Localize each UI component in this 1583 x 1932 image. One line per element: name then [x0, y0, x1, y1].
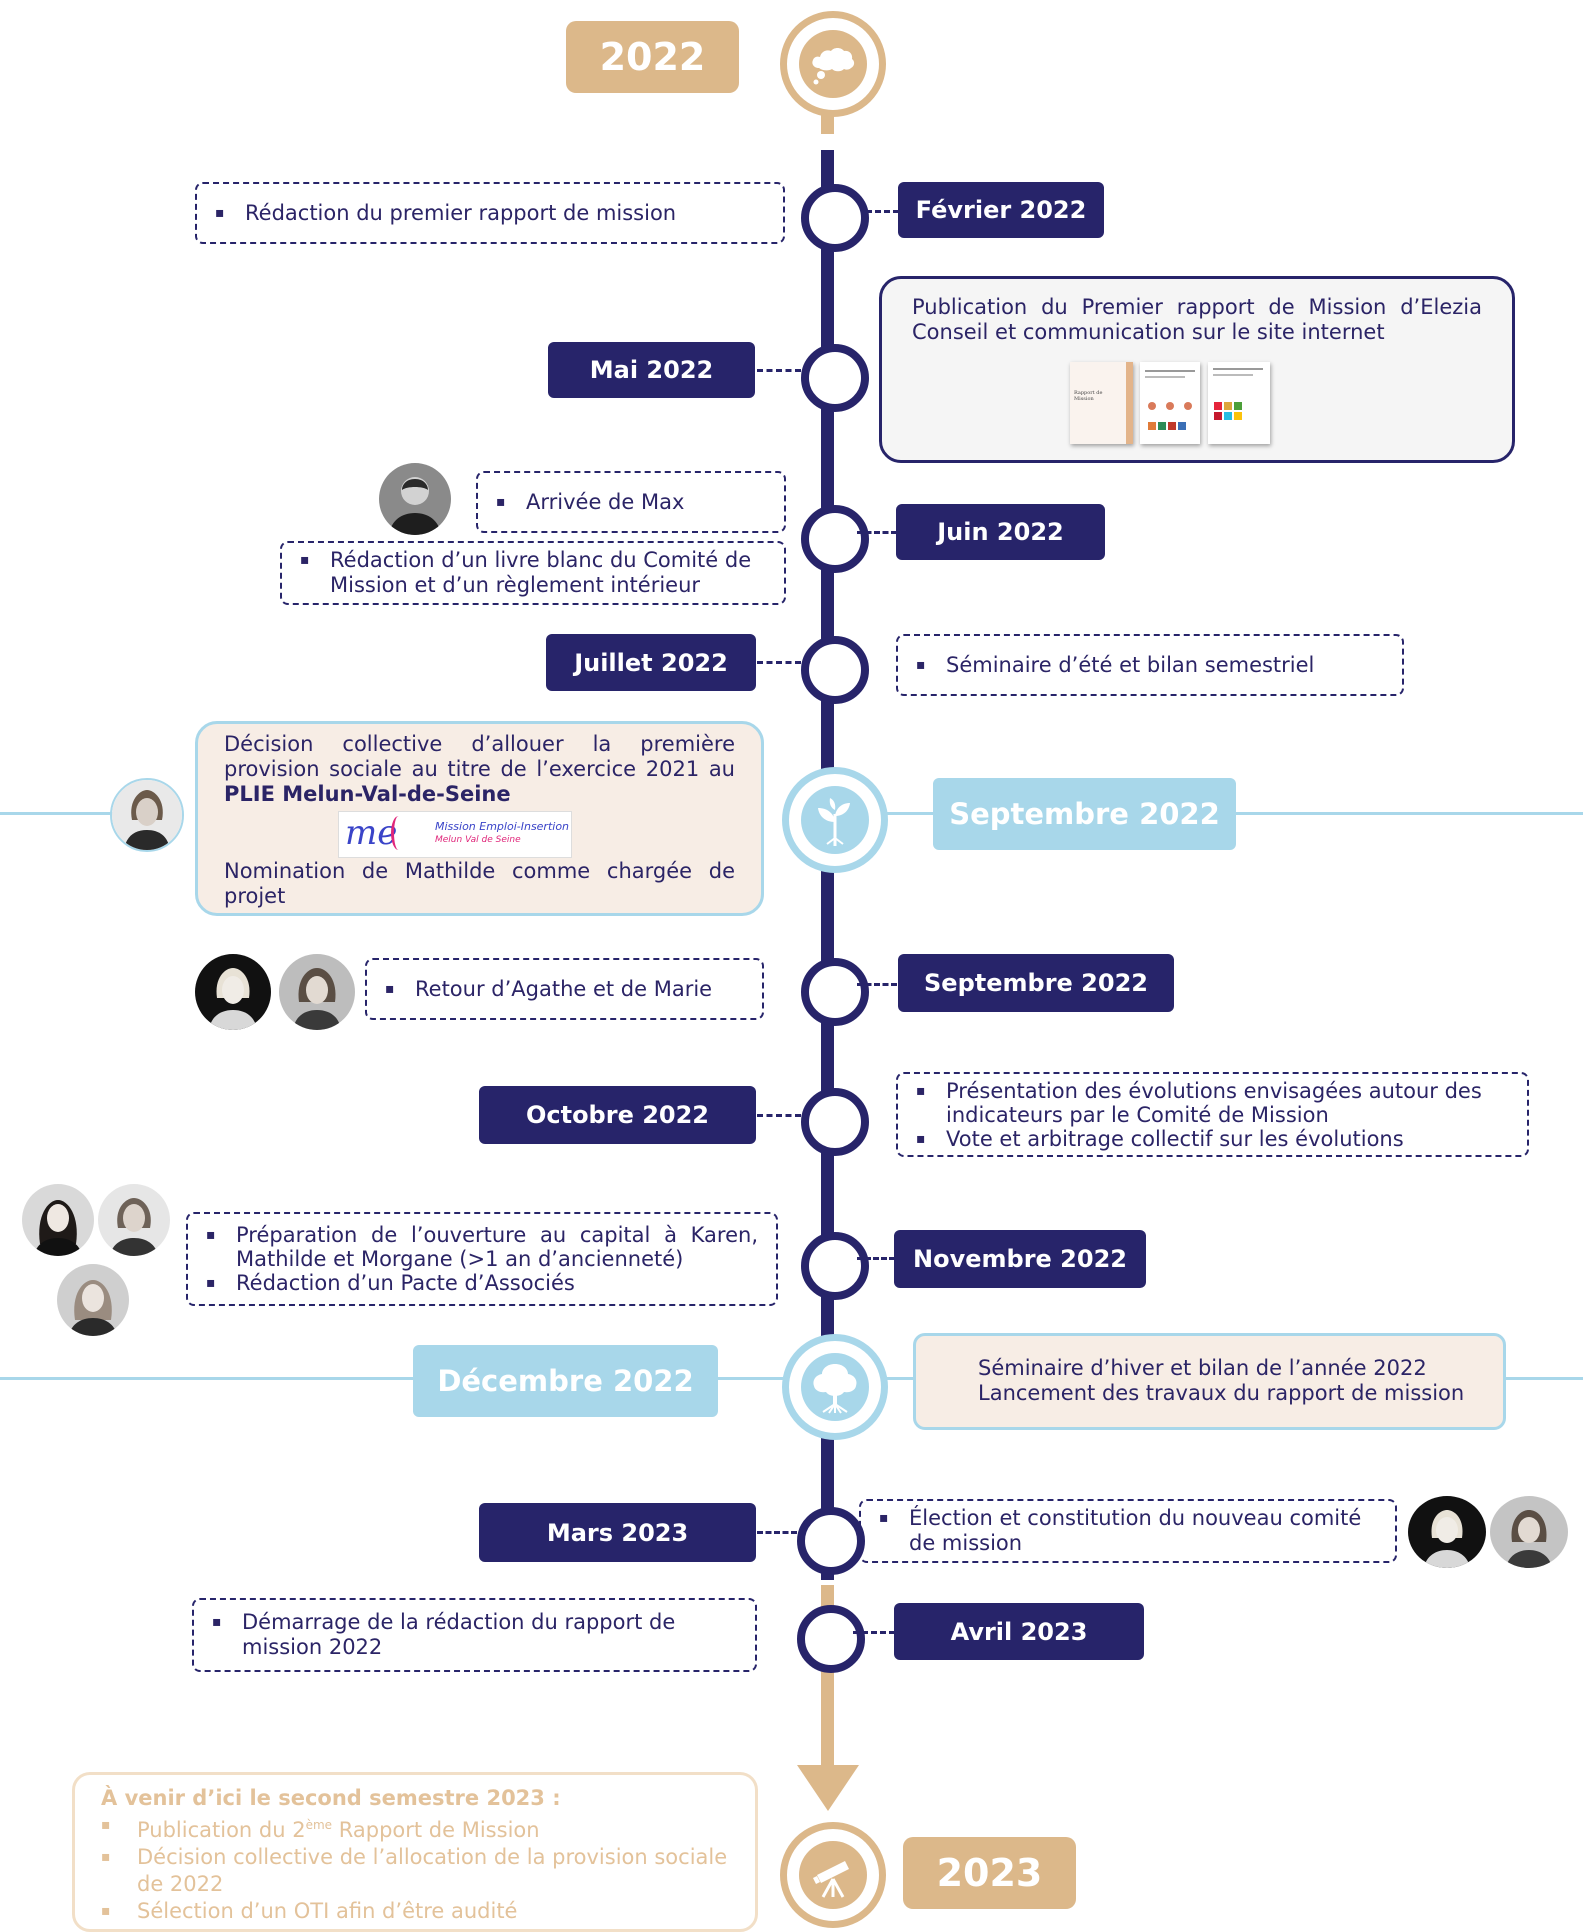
list-item: Publication du 2ème Rapport de Mission: [101, 1812, 729, 1844]
mai-text: Publication du Premier rapport de Missio…: [912, 295, 1482, 344]
future-box: À venir d’ici le second semestre 2023 : …: [72, 1772, 758, 1932]
connector: [757, 369, 801, 372]
connector: [857, 1257, 895, 1260]
avatar-karen: [22, 1184, 94, 1256]
september-divider-left: [0, 812, 120, 815]
juin-box-livre-blanc: Rédaction d’un livre blanc du Comité de …: [280, 541, 786, 605]
juin-node: [801, 505, 869, 573]
list-item: Élection et constitution du nouveau comi…: [879, 1506, 1377, 1556]
avril-box: Démarrage de la rédaction du rapport de …: [192, 1598, 757, 1672]
tree-icon: [813, 1364, 857, 1414]
list-item: Rédaction d’un livre blanc du Comité de …: [300, 548, 766, 598]
mai-node: [801, 344, 869, 412]
list-item: Lancement des travaux du rapport de miss…: [978, 1381, 1465, 1405]
connector: [757, 1114, 801, 1117]
septembre-nomination-text: Nomination de Mathilde comme chargée de …: [224, 859, 735, 908]
novembre-box: Préparation de l’ouverture au capital à …: [186, 1212, 778, 1306]
thought-cloud-node: [780, 11, 886, 117]
report-page-thumbnail: [1140, 362, 1200, 444]
timeline-arrow-down: [797, 1765, 859, 1811]
list-item: Arrivée de Max: [496, 490, 766, 515]
sprout-icon: [818, 798, 850, 846]
thought-cloud-icon: [812, 48, 855, 85]
avatar-agathe: [195, 954, 271, 1030]
december-divider-left: [0, 1377, 800, 1380]
septembre-label: Septembre 2022: [898, 954, 1174, 1012]
avatar-mathilde-2: [98, 1184, 170, 1256]
avatar-max: [379, 463, 451, 535]
year-end-label: 2023: [903, 1837, 1076, 1909]
list-item: Sélection d’un OTI afin d’être audité: [101, 1898, 729, 1925]
list-item: Préparation de l’ouverture au capital à …: [206, 1223, 758, 1271]
juillet-box: Séminaire d’été et bilan semestriel: [896, 634, 1404, 696]
connector: [757, 661, 801, 664]
list-item: Rédaction d’un Pacte d’Associés: [206, 1271, 758, 1295]
septembre-major-box: Décision collective d’allouer la premièr…: [195, 721, 764, 916]
fevrier-box: Rédaction du premier rapport de mission: [195, 182, 785, 244]
novembre-node: [801, 1232, 869, 1300]
telescope-icon: [813, 1861, 849, 1898]
avril-node: [797, 1605, 865, 1673]
list-item: Séminaire d’hiver et bilan de l’année 20…: [978, 1356, 1427, 1380]
fevrier-label: Février 2022: [898, 182, 1104, 238]
mars-box: Élection et constitution du nouveau comi…: [859, 1499, 1397, 1563]
list-item: Vote et arbitrage collectif sur les évol…: [916, 1127, 1509, 1151]
septembre-major-label: Septembre 2022: [933, 778, 1236, 850]
avatar-agathe-2: [1408, 1496, 1486, 1568]
juillet-label: Juillet 2022: [546, 634, 756, 691]
list-item: Séminaire d’été et bilan semestriel: [916, 653, 1384, 678]
sprout-node: [782, 767, 888, 873]
septembre-box: Retour d’Agathe et de Marie: [365, 958, 764, 1020]
list-item: Démarrage de la rédaction du rapport de …: [212, 1610, 737, 1660]
telescope-node: [780, 1822, 886, 1928]
list-item: Rédaction du premier rapport de mission: [215, 201, 765, 226]
mars-label: Mars 2023: [479, 1503, 756, 1562]
octobre-label: Octobre 2022: [479, 1086, 756, 1144]
avatar-mathilde: [110, 778, 184, 852]
connector: [857, 210, 899, 213]
connector: [857, 531, 897, 534]
novembre-label: Novembre 2022: [894, 1230, 1146, 1288]
fevrier-node: [801, 184, 869, 252]
year-start-label: 2022: [566, 21, 739, 93]
septembre-decision-text: Décision collective d’allouer la premièr…: [224, 732, 735, 781]
octobre-node: [801, 1088, 869, 1156]
plie-name: PLIE Melun-Val-de-Seine: [224, 782, 511, 806]
mai-box: Publication du Premier rapport de Missio…: [879, 276, 1515, 463]
mai-label: Mai 2022: [548, 342, 755, 398]
future-title: À venir d’ici le second semestre 2023 :: [101, 1786, 561, 1810]
mars-node: [797, 1507, 865, 1575]
report-cover-thumbnail: Rapport de Mission: [1070, 362, 1133, 444]
list-item: Décision collective de l’allocation de l…: [101, 1844, 729, 1898]
juin-label: Juin 2022: [896, 504, 1105, 560]
octobre-box: Présentation des évolutions envisagées a…: [896, 1072, 1529, 1157]
list-item: Retour d’Agathe et de Marie: [385, 977, 744, 1002]
report-sdg-thumbnail: [1208, 362, 1270, 444]
connector: [757, 1531, 797, 1534]
connector: [857, 983, 897, 986]
avatar-marie-2: [1490, 1496, 1568, 1568]
septembre-node: [801, 958, 869, 1026]
decembre-label: Décembre 2022: [413, 1345, 718, 1417]
juillet-node: [801, 636, 869, 704]
mission-emploi-insertion-logo: me Mission Emploi-Insertion Melun Val de…: [338, 811, 572, 858]
list-item: Présentation des évolutions envisagées a…: [916, 1079, 1509, 1127]
juin-box-max: Arrivée de Max: [476, 471, 786, 533]
avril-label: Avril 2023: [894, 1603, 1144, 1660]
avatar-marie: [279, 954, 355, 1030]
decembre-box: Séminaire d’hiver et bilan de l’année 20…: [913, 1333, 1506, 1430]
tree-node: [782, 1334, 888, 1440]
connector: [853, 1631, 895, 1634]
avatar-morgane: [57, 1264, 129, 1336]
